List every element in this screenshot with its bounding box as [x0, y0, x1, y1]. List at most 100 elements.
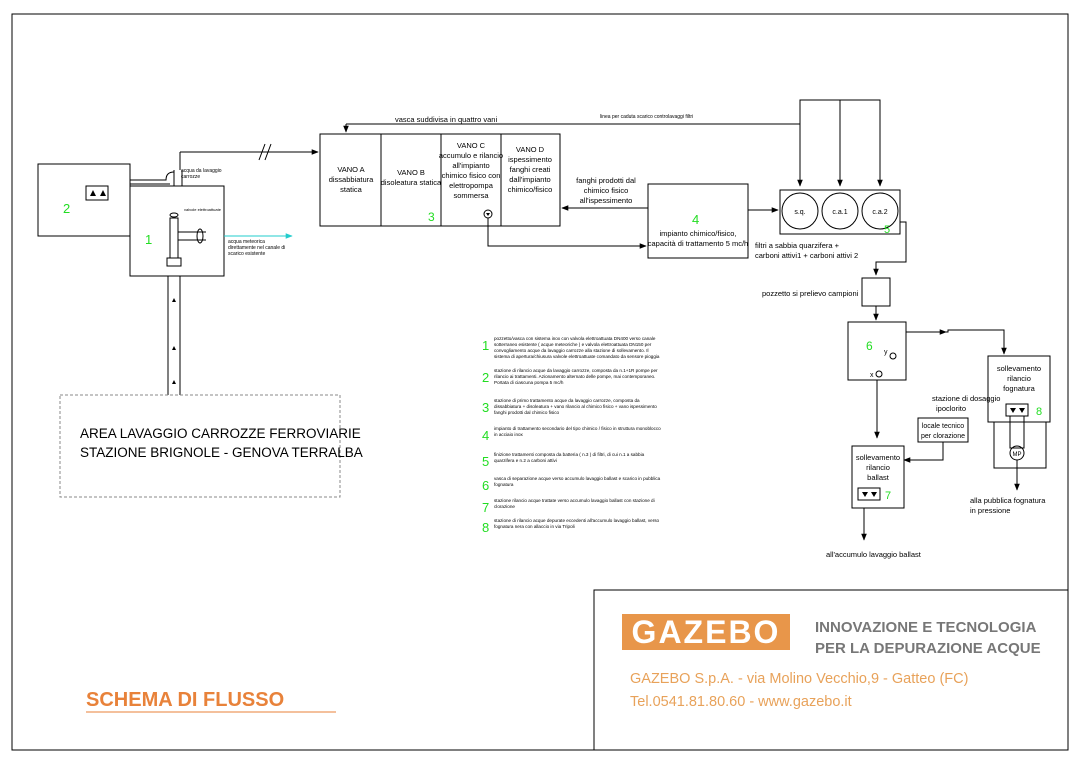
legend-text-5-0: finizione trattamenti composta da batter… — [494, 452, 645, 457]
vano-d-title: VANO D — [516, 145, 545, 154]
legend-text-8-0: stazione di rilancio acque depurate ecce… — [494, 518, 660, 523]
legend-text-3-0: stazione di primo trattamento acque da l… — [494, 398, 640, 403]
fanghi-l2: all'ispessimento — [580, 196, 633, 205]
fanghi-l0: fanghi prodotti dal — [576, 176, 636, 185]
vano-a-title: VANO A — [337, 165, 364, 174]
label-2: 2 — [63, 201, 70, 216]
gazebo-logo — [622, 614, 790, 650]
meteoriche-label-2: direttamente nel canale di — [228, 245, 285, 251]
sollev-fogn-l1: rilancio — [1007, 374, 1031, 383]
vano-d-l2: fanghi creati — [510, 165, 551, 174]
pump-8-icon — [1010, 408, 1025, 413]
vano-b-l1: disoleatura statica — [381, 178, 442, 187]
sollev-ballast-l0: sollevamento — [856, 453, 900, 462]
valvole-label: valvole elettroattuate — [184, 207, 222, 212]
label-5: 5 — [884, 224, 890, 236]
filtri-l0: filtri a sabbia quarzifera + — [755, 241, 840, 250]
sollev-ballast-l2: ballast — [867, 473, 890, 482]
box-2-rilancio — [37, 163, 131, 237]
fanghi-label: fanghi prodotti dal chimico fisico all'i… — [576, 176, 636, 205]
label-8: 8 — [1036, 406, 1042, 418]
tagline-2: PER LA DEPURAZIONE ACQUE — [815, 640, 1041, 657]
label-4: 4 — [692, 212, 699, 227]
legend-text-4-0: impianto di trattamento secondario del t… — [494, 426, 661, 431]
box-7-sollev-ballast — [851, 445, 905, 509]
legend-number-7: 7 — [482, 500, 489, 515]
dosaggio-l1: ipoclorito — [936, 404, 966, 413]
legend-number-3: 3 — [482, 400, 489, 415]
area-line1: AREA LAVAGGIO CARROZZE FERROVIARIE — [80, 426, 361, 441]
vano-a-l1: dissabbiatura — [329, 175, 374, 184]
pozzetto-box — [861, 277, 891, 307]
filter-sq — [781, 192, 819, 230]
locale-l0: locale tecnico — [922, 423, 965, 430]
legend-number-4: 4 — [482, 428, 489, 443]
legend-text-6-1: fognatura — [494, 482, 514, 487]
acqua-lavaggio-label-2: carrozze — [181, 174, 200, 180]
area-line2: STAZIONE BRIGNOLE - GENOVA TERRALBA — [80, 445, 363, 460]
legend-text-7-1: clorazione — [494, 504, 515, 509]
label-3: 3 — [428, 210, 435, 224]
pubblica-l1: in pressione — [970, 506, 1010, 515]
legend-text-2-2: Portata di ciascuna pompa 5 mc/h — [494, 380, 564, 385]
meteoriche-label-3: scarico esistente — [228, 251, 265, 257]
vano-b-title: VANO B — [397, 168, 425, 177]
company-contact: Tel.0541.81.80.60 - www.gazebo.it — [630, 694, 852, 710]
meteoriche-label: acqua meteorica — [228, 239, 265, 245]
legend-text-1-1: sotterraneo esistente ( acque meteoriche… — [494, 342, 652, 347]
legend-number-1: 1 — [482, 338, 489, 353]
fanghi-l1: chimico fisico — [584, 186, 629, 195]
accumulo-label: all'accumulo lavaggio ballast — [826, 550, 922, 559]
vano-d-l3: dall'impianto — [509, 175, 550, 184]
vano-a-l2: statica — [340, 185, 363, 194]
vano-d: VANO D ispessimento fanghi creati dall'i… — [508, 145, 553, 194]
vano-d-l1: ispessimento — [508, 155, 552, 164]
legend-text-5-1: quarzifera e n.2 a carboni attivi — [494, 458, 557, 463]
legend: 1 pozzetto/vasca con sistema inox con val… — [482, 336, 661, 535]
legend-text-1-2: convogliamento acque da lavaggio carrozz… — [494, 348, 649, 353]
legend-text-1-3: sistema di apertura/chiusura valvole ele… — [494, 354, 660, 359]
locale-l1: per clorazione — [921, 433, 965, 440]
legend-text-7-0: stazione rilancio acque trattate verso a… — [494, 498, 655, 503]
sheet-border — [11, 13, 1069, 751]
dosaggio-l0: stazione di dosaggio — [932, 394, 1000, 403]
tagline-1: INNOVAZIONE E TECNOLOGIA — [815, 619, 1037, 636]
pump-symbol-2 — [85, 185, 109, 201]
valve-icon-2 — [196, 228, 204, 244]
legend-number-6: 6 — [482, 478, 489, 493]
filter-ca1-label: c.a.1 — [832, 209, 847, 216]
vano-c-title: VANO C — [457, 141, 486, 150]
legend-number-8: 8 — [482, 520, 489, 535]
impianto-l0: impianto chimico/fisico, — [659, 229, 736, 238]
vasca-label: vasca suddivisa in quattro vani — [395, 115, 497, 124]
box-1-pozzetto — [129, 185, 225, 277]
legend-text-6-0: vasca di separazione acque verso accumul… — [494, 476, 661, 481]
valve-icon — [169, 212, 179, 218]
area-box — [59, 394, 341, 498]
linea-label: linea per caduta scarico controlavaggi f… — [600, 114, 693, 120]
impianto-l1: capacità di trattamento 5 mc/h — [648, 239, 748, 248]
label-7: 7 — [885, 490, 891, 502]
legend-text-4-1: in acciaio inox — [494, 432, 524, 437]
filter-ca2-label: c.a.2 — [872, 209, 887, 216]
legend-text-2-0: stazione di rilancio acque da lavaggio c… — [494, 368, 658, 373]
acqua-lavaggio-label: acqua da lavaggio — [181, 168, 222, 174]
x-label: x — [870, 372, 874, 379]
company-address: GAZEBO S.p.A. - via Molino Vecchio,9 - G… — [630, 671, 968, 687]
pubblica-l0: alla pubblica fognatura — [970, 496, 1046, 505]
page-title: SCHEMA DI FLUSSO — [86, 689, 284, 711]
mp-label: MP — [1013, 452, 1022, 458]
sollev-ballast-l1: rilancio — [866, 463, 890, 472]
legend-number-2: 2 — [482, 370, 489, 385]
legend-text-1-0: pozzetto/vasca con sistema inox con valv… — [494, 336, 656, 341]
gazebo-logo-text: GAZEBO — [632, 614, 781, 650]
vano-a: VANO A dissabbiatura statica — [329, 165, 374, 194]
legend-text-3-1: dissabbiatura + disoleatura + vano rilan… — [494, 404, 657, 409]
filter-sq-label: s.q. — [794, 209, 805, 216]
vano-c-l5: sommersa — [453, 191, 489, 200]
label-6: 6 — [866, 339, 873, 353]
pump-7-icon — [862, 492, 877, 497]
legend-text-2-1: rilancio ai trattamenti. Azionamento alt… — [494, 374, 655, 379]
box-5-filtri — [779, 189, 901, 235]
